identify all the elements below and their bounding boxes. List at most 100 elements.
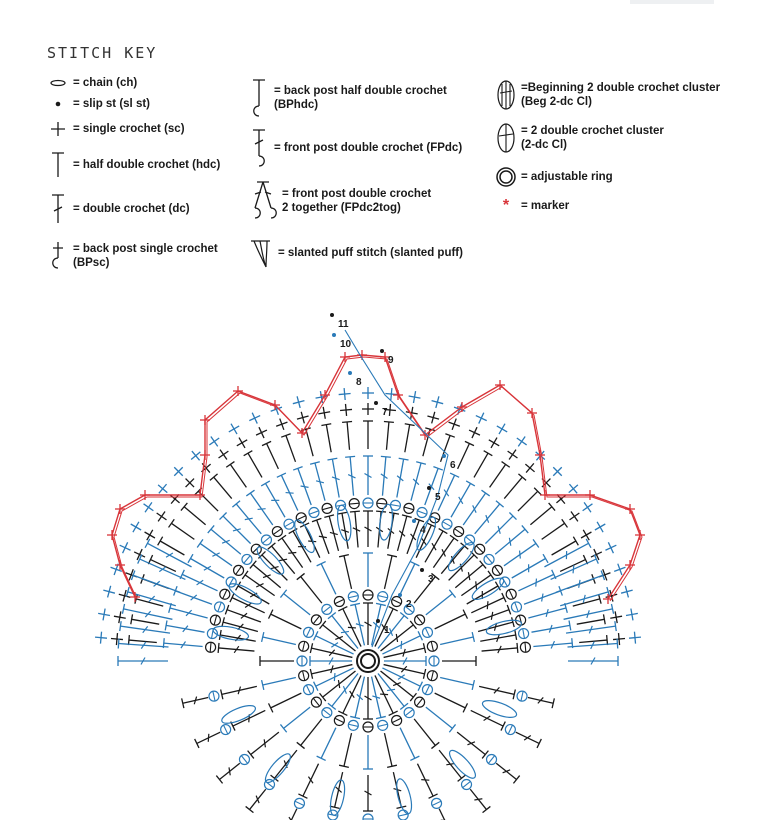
double-crochet — [379, 693, 389, 696]
back-post-stitch — [441, 518, 453, 530]
double-crochet — [417, 631, 424, 641]
double-crochet — [481, 750, 489, 759]
single-crochet — [218, 450, 229, 459]
single-crochet — [190, 451, 201, 461]
single-crochet — [596, 521, 604, 533]
double-crochet — [153, 580, 161, 587]
half-double-crochet — [425, 706, 453, 729]
half-double-crochet — [383, 555, 393, 589]
back-post-stitch — [206, 627, 219, 640]
double-crochet — [277, 534, 287, 542]
double-crochet — [180, 641, 186, 649]
marker-icon: * — [502, 197, 510, 214]
double-crochet — [292, 466, 303, 471]
key-label: = double crochet (dc) — [73, 203, 190, 215]
slip-stitch — [376, 619, 380, 623]
back-post-stitch — [334, 598, 345, 605]
half-double-crochet — [445, 433, 456, 438]
double-crochet — [372, 695, 381, 699]
double-crochet — [410, 533, 417, 541]
half-double-crochet — [296, 741, 305, 750]
double-crochet — [336, 511, 347, 515]
double-crochet — [215, 775, 224, 784]
double-crochet — [185, 609, 193, 617]
2dc-cluster — [212, 625, 250, 641]
double-crochet — [260, 480, 271, 487]
double-crochet — [375, 602, 386, 607]
key-item-front-post-double-crochet: = front post double crochet (FPdc) — [248, 128, 462, 168]
double-crochet — [350, 602, 361, 607]
back-post-stitch — [403, 707, 415, 719]
double-crochet — [245, 489, 255, 497]
double-crochet — [207, 524, 215, 534]
back-post-stitch — [283, 518, 295, 530]
double-crochet — [380, 473, 388, 479]
double-crochet — [309, 461, 320, 465]
back-post-stitch — [485, 555, 493, 564]
double-crochet — [500, 721, 506, 731]
2dc-cluster — [336, 504, 352, 542]
back-post-stitch — [442, 521, 452, 528]
half-double-crochet — [551, 540, 577, 556]
back-post-stitch — [404, 605, 414, 613]
back-post-stitch — [504, 723, 516, 736]
double-crochet — [402, 648, 406, 657]
double-crochet — [342, 685, 347, 694]
double-crochet — [328, 657, 334, 665]
chart-stitches — [94, 313, 645, 820]
key-item-marker: * = marker — [495, 197, 569, 214]
double-crochet — [244, 517, 253, 521]
double-crochet — [279, 558, 288, 562]
back-post-stitch — [431, 800, 442, 807]
back-post-stitch — [262, 536, 271, 544]
half-double-crochet — [262, 676, 296, 686]
double-crochet — [148, 595, 156, 603]
half-double-crochet — [262, 636, 296, 646]
round-number-label: 2 — [406, 599, 412, 610]
back-post-stitch — [302, 626, 315, 638]
back-post-stitch — [298, 640, 310, 652]
half-double-crochet — [559, 558, 586, 572]
double-crochet — [329, 805, 340, 809]
back-post-stitch — [334, 717, 345, 724]
double-crochet — [207, 733, 210, 742]
single-crochet — [157, 511, 166, 522]
double-crochet — [257, 508, 266, 511]
double-crochet — [349, 510, 360, 513]
double-crochet — [414, 517, 425, 523]
double-crochet — [502, 769, 511, 774]
double-crochet — [590, 657, 596, 665]
double-crochet — [312, 681, 319, 691]
half-double-crochet — [503, 476, 523, 500]
double-crochet — [307, 776, 314, 784]
double-crochet — [327, 612, 337, 620]
double-crochet — [190, 594, 198, 601]
double-crochet — [449, 472, 460, 478]
back-post-stitch — [522, 628, 526, 639]
single-crochet — [144, 501, 153, 513]
back-post-stitch — [312, 697, 320, 707]
double-crochet — [398, 530, 406, 537]
double-crochet — [467, 741, 476, 746]
double-crochet — [606, 586, 611, 597]
back-post-stitch — [219, 588, 231, 600]
double-crochet — [551, 698, 555, 709]
back-post-stitch — [403, 502, 415, 514]
slip-stitch — [420, 568, 424, 572]
back-post-stitch — [327, 809, 339, 820]
back-post-stitch — [463, 534, 476, 546]
double-crochet — [240, 612, 248, 619]
half-double-crochet — [300, 718, 323, 746]
double-crochet — [578, 579, 581, 588]
double-crochet — [229, 592, 235, 603]
single-crochet — [570, 511, 579, 522]
single-crochet — [146, 529, 154, 541]
back-post-stitch — [209, 614, 221, 626]
half-double-crochet — [517, 490, 539, 512]
half-double-crochet — [473, 452, 489, 478]
double-crochet — [140, 657, 146, 665]
top-bar — [630, 0, 714, 4]
double-crochet — [474, 798, 483, 801]
half-double-crochet — [285, 435, 297, 463]
2dc-cluster — [256, 546, 285, 575]
